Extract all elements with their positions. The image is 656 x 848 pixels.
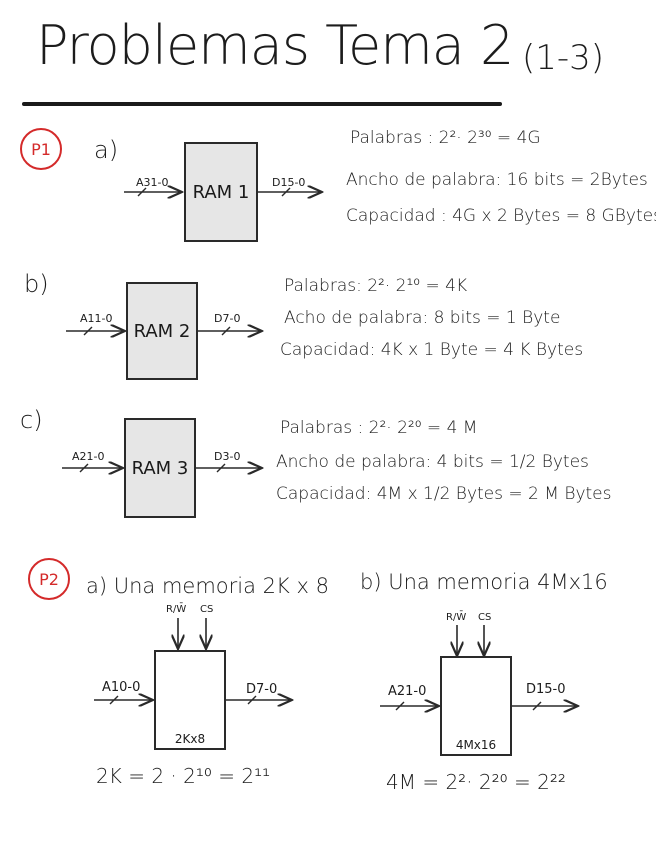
ram-block-2: RAM 2 — [126, 282, 198, 380]
p1c-line-words: Palabras : 2²· 2²⁰ = 4 M — [280, 418, 478, 438]
p1b-data-arrow — [196, 327, 262, 335]
p2a-equation: 2K = 2 · 2¹⁰ = 2¹¹ — [96, 764, 271, 788]
p2a-label: a) Una memoria 2K x 8 — [86, 574, 329, 598]
p2b-cs-label: CS — [478, 612, 492, 623]
problem-1-badge-text: P1 — [31, 139, 51, 159]
p2a-address-bus-label: A10-0 — [102, 680, 141, 695]
p1b-address-arrow — [66, 327, 125, 335]
p2b-address-arrow — [380, 702, 439, 710]
ram-block-3: RAM 3 — [124, 418, 196, 518]
p2b-rw-label: R/W̄ — [446, 612, 467, 623]
p1b-label: b) — [24, 270, 49, 298]
problem-2-badge-text: P2 — [39, 569, 59, 589]
p1b-address-bus-label: A11-0 — [80, 312, 113, 325]
p1a-line-words: Palabras : 2²· 2³⁰ = 4G — [350, 128, 541, 148]
memory-block-2kx8: 2Kx8 — [154, 650, 226, 750]
p1a-address-arrow — [124, 188, 182, 196]
ram-block-1: RAM 1 — [184, 142, 258, 242]
p1a-data-arrow — [256, 188, 322, 196]
p1c-label: c) — [20, 406, 43, 434]
p2a-cs-label: CS — [200, 604, 214, 615]
p1c-line-capacity: Capacidad: 4M x 1/2 Bytes = 2 M Bytes — [276, 484, 612, 504]
p2b-data-bus-label: D15-0 — [526, 682, 566, 697]
p1b-line-width: Acho de palabra: 8 bits = 1 Byte — [284, 308, 561, 328]
ram-block-3-label: RAM 3 — [131, 457, 189, 479]
p1a-data-bus-label: D15-0 — [272, 176, 306, 189]
memory-block-4mx16: 4Mx16 — [440, 656, 512, 756]
p1c-address-bus-label: A21-0 — [72, 450, 105, 463]
p1c-address-arrow — [62, 464, 123, 472]
problem-1-badge: P1 — [20, 128, 62, 170]
p2b-address-bus-label: A21-0 — [388, 684, 427, 699]
p2b-equation: 4M = 2²· 2²⁰ = 2²² — [386, 770, 566, 794]
ram-block-1-label: RAM 1 — [192, 181, 250, 203]
p2a-rw-label: R/W̄ — [166, 604, 187, 615]
p1a-line-width: Ancho de palabra: 16 bits = 2Bytes — [346, 170, 648, 190]
p1c-data-bus-label: D3-0 — [214, 450, 241, 463]
p1c-line-width: Ancho de palabra: 4 bits = 1/2 Bytes — [276, 452, 589, 472]
p2a-address-arrow — [94, 696, 153, 704]
p2b-data-arrow — [510, 702, 578, 710]
p2a-data-bus-label: D7-0 — [246, 682, 278, 697]
p1a-line-capacity: Capacidad : 4G x 2 Bytes = 8 GBytes — [346, 206, 656, 226]
memory-block-4mx16-caption: 4Mx16 — [455, 738, 497, 752]
page-subtitle: (1-3) — [522, 38, 605, 78]
p2a-data-arrow — [224, 696, 292, 704]
p1a-label: a) — [94, 136, 119, 164]
p1b-line-words: Palabras: 2²· 2¹⁰ = 4K — [284, 276, 468, 296]
p1b-line-capacity: Capacidad: 4K x 1 Byte = 4 K Bytes — [280, 340, 584, 360]
title-underline — [22, 102, 502, 106]
p1b-data-bus-label: D7-0 — [214, 312, 241, 325]
p1a-address-bus-label: A31-0 — [136, 176, 169, 189]
p2b-label: b) Una memoria 4Mx16 — [360, 570, 608, 594]
p1c-data-arrow — [194, 464, 262, 472]
ram-block-2-label: RAM 2 — [133, 320, 191, 342]
page-title: Problemas Tema 2 — [36, 14, 514, 77]
problem-2-badge: P2 — [28, 558, 70, 600]
memory-block-2kx8-caption: 2Kx8 — [174, 732, 206, 746]
